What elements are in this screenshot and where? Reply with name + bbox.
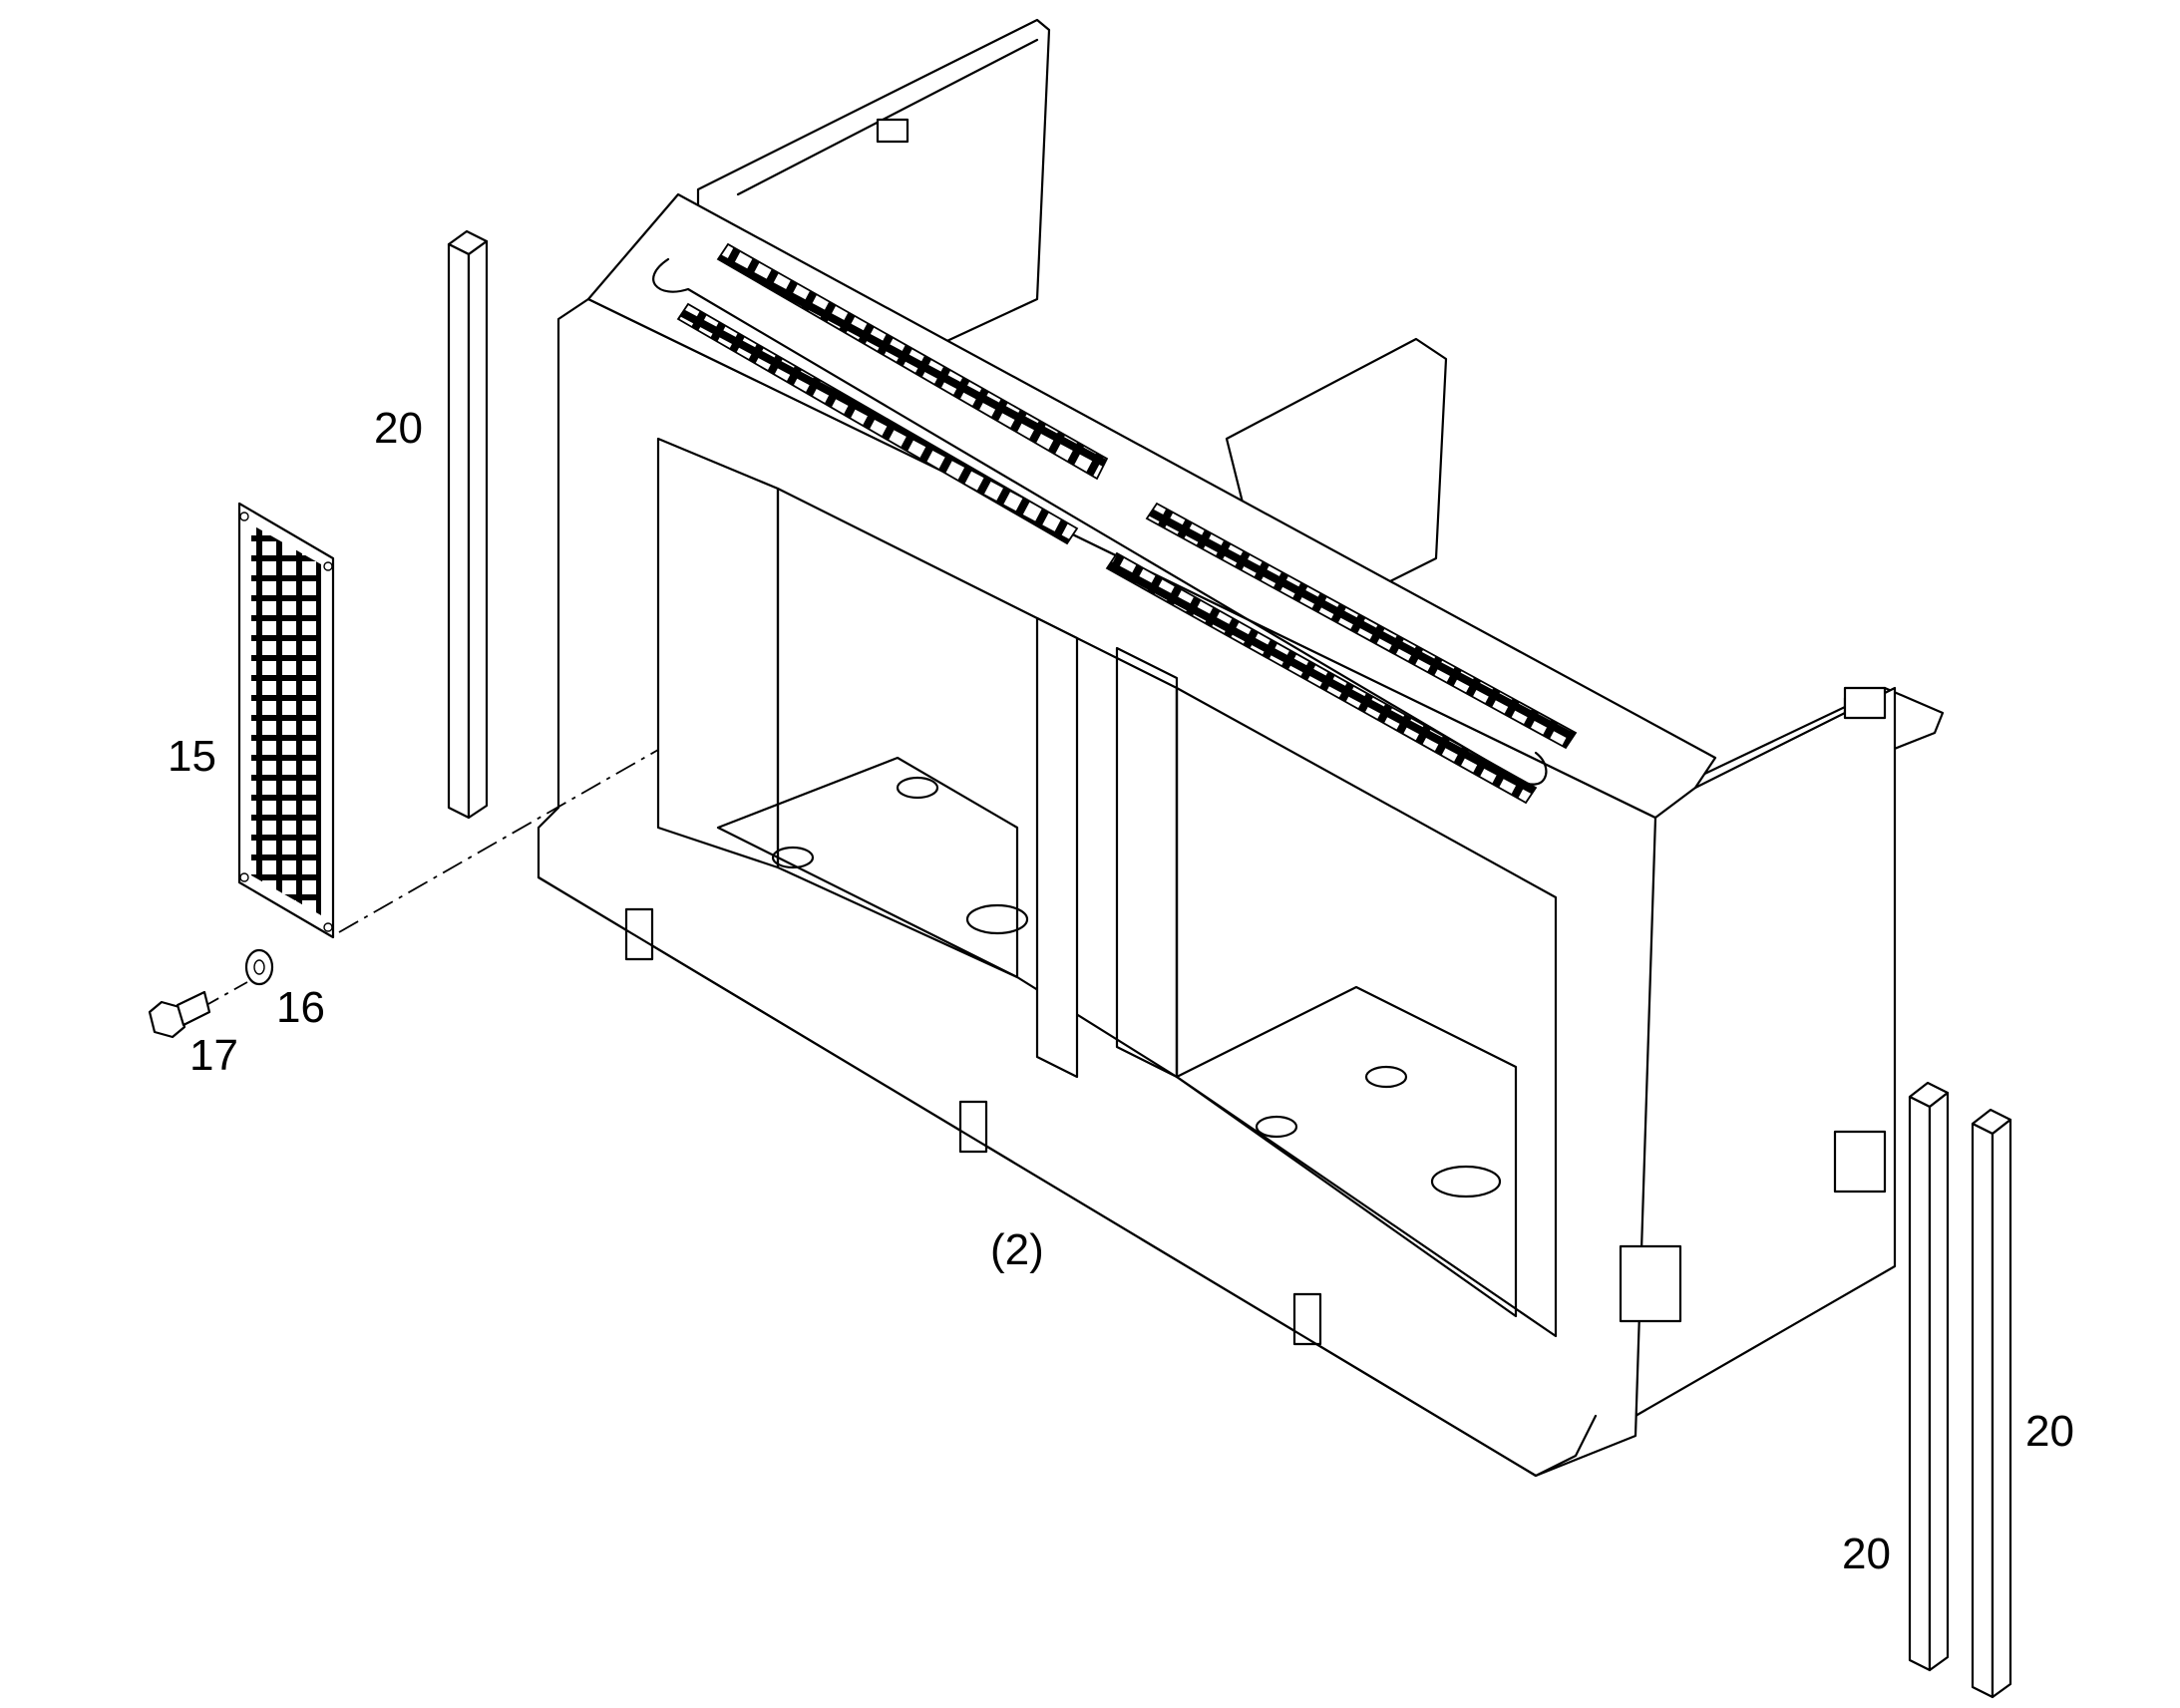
seal-strip-left	[447, 229, 489, 820]
frame-housing	[537, 18, 1945, 1478]
callout-20-right-b: 20	[2025, 1407, 2074, 1456]
seal-strip-right-a	[1908, 1081, 1950, 1672]
grille-panel	[237, 502, 335, 939]
callout-16: 16	[276, 983, 325, 1032]
bolt	[148, 990, 211, 1039]
callout-17: 17	[189, 1031, 238, 1080]
callout-20-left: 20	[374, 404, 423, 453]
washer	[244, 948, 274, 986]
callout-assembly-2: (2)	[990, 1225, 1044, 1274]
seal-strip-right-b	[1971, 1108, 2012, 1699]
callout-15: 15	[168, 732, 216, 781]
callout-20-right-a: 20	[1842, 1530, 1891, 1578]
assembly-line	[338, 749, 659, 933]
